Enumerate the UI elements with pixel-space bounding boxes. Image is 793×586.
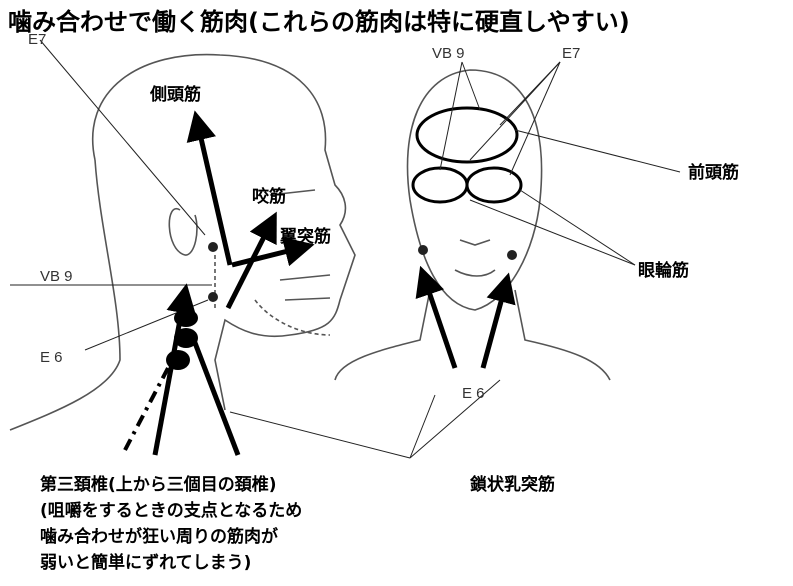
point-label-e6-right: E 6 [462, 385, 485, 402]
left-eye-circle [411, 166, 469, 204]
point-dot [507, 250, 517, 260]
point-label-e7-right: E7 [562, 45, 580, 62]
note-line: 弱いと簡単にずれてしまう) [40, 552, 251, 573]
neck-arrow [152, 283, 197, 456]
right-scm-arrow [480, 272, 516, 369]
left-scm-arrow [415, 265, 458, 369]
right-eye-circle [465, 166, 523, 204]
label-sternocleidomastoid: 鎖状乳突筋 [470, 474, 555, 495]
neck-line [189, 334, 241, 456]
label-masseter: 咬筋 [252, 186, 286, 207]
note-line: 第三頚椎(上から三個目の頚椎) [40, 474, 277, 495]
masseter-arrow [225, 211, 277, 310]
note-line: (咀嚼をするときの支点となるため [40, 500, 302, 521]
side-head-illustration [9, 53, 356, 431]
point-label-e6-left: E 6 [40, 349, 63, 366]
vertebra-pointer [123, 367, 170, 451]
point-dot [208, 292, 218, 302]
note-line: 噛み合わせが狂い周りの筋肉が [40, 526, 278, 547]
pterygoid-arrow [231, 237, 315, 268]
label-temporalis: 側頭筋 [149, 84, 201, 105]
point-label-e7-left: E7 [28, 31, 46, 48]
front-head-illustration [334, 69, 611, 381]
temporalis-arrow [186, 110, 233, 266]
point-dot [418, 245, 428, 255]
point-label-vb9-right: VB 9 [432, 45, 465, 62]
diagram-title: 噛み合わせで働く筋肉(これらの筋肉は特に硬直しやすい) [8, 8, 630, 36]
label-orbicularis: 眼輪筋 [638, 260, 689, 281]
label-frontalis: 前頭筋 [688, 162, 739, 183]
label-pterygoid: 翼突筋 [280, 226, 331, 247]
frontalis-circle [415, 106, 519, 164]
point-label-vb9-left: VB 9 [40, 268, 73, 285]
point-dot [208, 242, 218, 252]
